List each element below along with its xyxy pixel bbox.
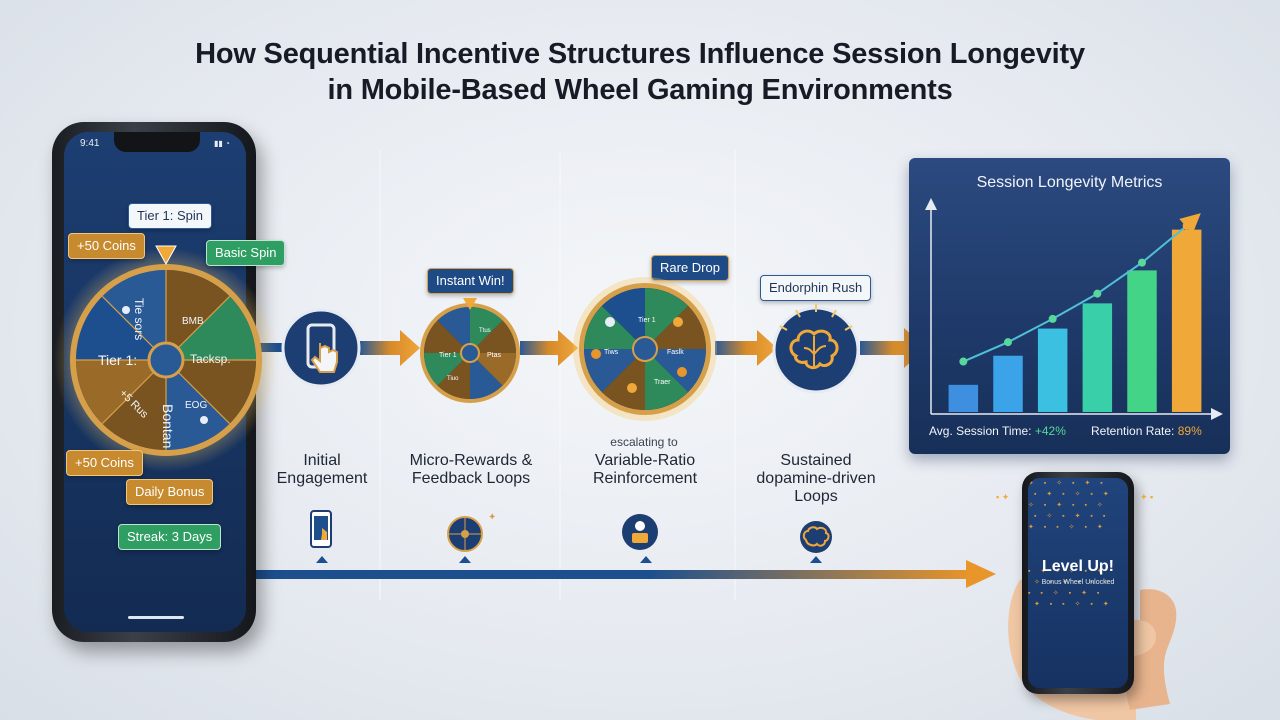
stage-2-wheel-label-lower-left: Tiuo (447, 376, 459, 382)
title-line-2: in Mobile-Based Wheel Gaming Environment… (327, 74, 953, 106)
wheel-label-top: Tie sors (132, 298, 146, 341)
stage-3-pre-label: escalating to (610, 435, 678, 449)
level-up-phone: ✦ ▪ ✧ ▪ ✦ ▪ ▪ ✦ ▪ ✧ ▪ ✦ ✧ ▪ ✦ ▪ ▪ ✧ ▪ ✧ … (1022, 472, 1134, 694)
confetti: ✦ ▪ ✧ ▪ ✦ ▪ ▪ ✦ ▪ ✧ ▪ ✦ ✧ ▪ ✦ ▪ ▪ ✧ ▪ ✧ … (1028, 480, 1113, 608)
badge-coins-top: +50 Coins (68, 233, 145, 259)
stage-3-label: Variable-Ratio Reinforcement (592, 452, 698, 487)
phone-notch (114, 132, 200, 152)
badge-tier-spin: Tier 1: Spin (128, 203, 212, 229)
stage-3-wheel-label-bottom: Traer (654, 379, 671, 386)
badge-rare-drop: Rare Drop (651, 255, 729, 281)
chart-trend-point-4 (1093, 289, 1102, 298)
chart-trend-point-2 (1004, 338, 1012, 347)
arrow-2 (520, 330, 578, 366)
wheel-pointer-icon (155, 245, 177, 266)
chart-bar-2 (993, 355, 1023, 412)
celebration-sparkles: ▪ ✦ (996, 492, 1010, 502)
chart-trend-point-6 (1182, 221, 1191, 230)
stage-2-wheel: Tier 1 Ptas Tiuo Ttus (420, 298, 520, 403)
badge-endorphin-rush: Endorphin Rush (760, 275, 872, 301)
wheel-label-left: Tier 1: (98, 352, 138, 368)
stage-2-wheel-label-left: Tier 1 (439, 352, 457, 359)
metrics-retention: Retention Rate: 89% (1091, 424, 1202, 438)
stage-2-label: Micro-Rewards & Feedback Loops (409, 452, 533, 487)
chart-trend (959, 213, 1201, 366)
wheel-label-right: Tacksp. (190, 352, 231, 366)
page-title: How Sequential Incentive Structures Infl… (0, 36, 1280, 108)
arrow-1 (360, 330, 420, 366)
metrics-panel: Session Longevity Metrics Avg. Session T… (909, 158, 1230, 454)
badge-coins-bottom: +50 Coins (66, 450, 143, 476)
main-wheel-segments (76, 270, 256, 450)
main-wheel[interactable] (52, 244, 282, 484)
badge-streak: Streak: 3 Days (118, 524, 222, 550)
chart-trend-line (962, 213, 1201, 363)
metrics-chart (925, 198, 1223, 420)
metrics-retention-value: 89% (1177, 424, 1202, 438)
celebration-sparkles-right: ✦ ▪ (1140, 492, 1154, 502)
title-line-1: How Sequential Incentive Structures Infl… (195, 38, 1085, 70)
badge-instant-win: Instant Win! (427, 268, 514, 294)
wheel-label-bottom: Bontan (160, 404, 176, 449)
chart-bar-3 (1037, 328, 1068, 412)
wheel-label-upper-right: BMB (182, 316, 204, 327)
timeline-ticks (316, 556, 822, 563)
stage-3-wheel-label-left: Tiws (604, 349, 619, 356)
level-up-subtitle: Bonus Wheel Unlocked (1041, 579, 1115, 586)
chart-trend-point-3 (1048, 314, 1057, 323)
stage-2-wheel-label-top-right: Ttus (479, 328, 491, 334)
badge-basic-spin: Basic Spin (206, 240, 286, 266)
level-up-screen: ✦ ▪ ✧ ▪ ✦ ▪ ▪ ✦ ▪ ✧ ▪ ✦ ✧ ▪ ✦ ▪ ▪ ✧ ▪ ✧ … (1028, 478, 1128, 688)
chart-trend-point-5 (1138, 258, 1146, 267)
metrics-avg-session: Avg. Session Time: +42% (929, 424, 1066, 438)
stage-4-brain (772, 304, 860, 394)
level-up-title: Level Up! (1041, 558, 1114, 575)
timeline-arrowhead (966, 560, 996, 588)
status-icons: ▮▮ ◔ (214, 139, 230, 148)
chart-bar-4 (1082, 303, 1113, 412)
tap-hand-icon (310, 343, 338, 373)
metrics-avg-value: +42% (1034, 424, 1066, 438)
metrics-title: Session Longevity Metrics (976, 174, 1163, 191)
home-indicator (128, 616, 184, 619)
stage-1-icon (281, 308, 361, 388)
stage-1-label: Initial Engagement (276, 452, 368, 487)
timeline-bar (256, 570, 971, 579)
chart-bar-6 (1171, 229, 1202, 412)
stage-dividers (379, 150, 736, 600)
wheel-label-lower-right: EOG (185, 400, 208, 411)
stage-4-label: Sustained dopamine-driven Loops (756, 452, 876, 505)
stage-3-wheel-label-right: Faslk (667, 349, 684, 356)
phone-time: 9:41 (80, 138, 100, 149)
chart-bar-1 (948, 384, 979, 412)
stage-2-wheel-label-right: Ptas (487, 352, 502, 359)
arrow-3 (715, 330, 777, 366)
chart-bar-5 (1127, 270, 1157, 412)
stage-3-wheel-label-top: Tier 1 (638, 317, 656, 324)
stage-3-wheel: Tiws Faslk Tier 1 Traer (573, 277, 717, 421)
brain-icon (789, 329, 839, 370)
chart-bars (948, 229, 1202, 412)
badge-daily-bonus: Daily Bonus (126, 479, 214, 505)
chart-trend-point-1 (959, 357, 968, 366)
